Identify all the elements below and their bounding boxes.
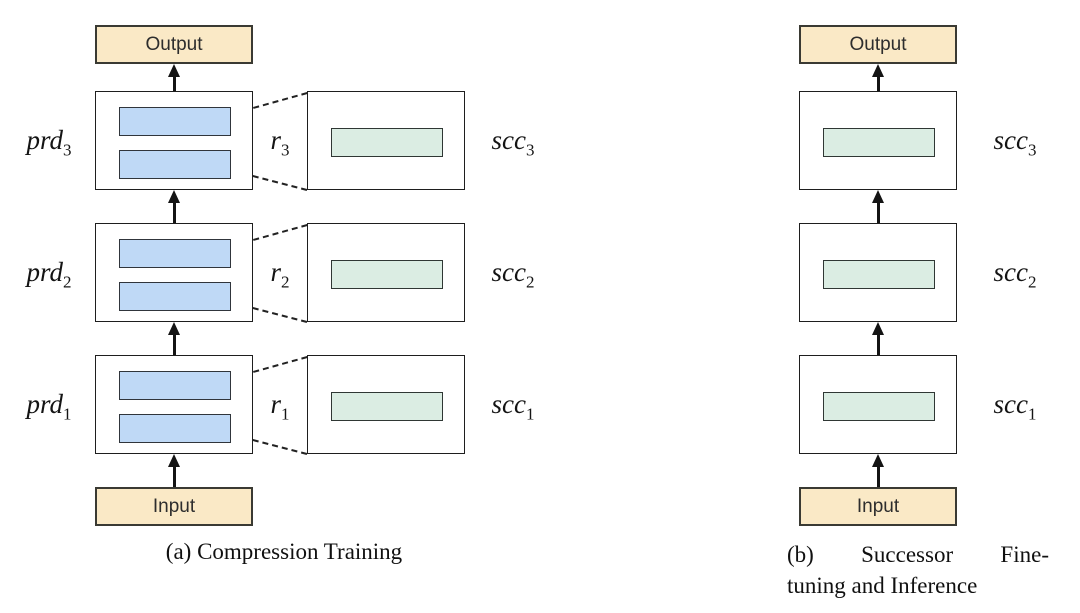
caption-b-line2: tuning and Inference — [787, 573, 978, 598]
input-label-b: Input — [856, 495, 900, 517]
successor-layer-rect — [331, 260, 443, 289]
up-arrow-icon — [871, 64, 885, 91]
caption-b: (b) Successor Fine- tuning and Inference — [787, 539, 1049, 601]
input-box-b: Input — [799, 487, 957, 526]
predecessor-layer-rect — [119, 282, 231, 311]
successor-layer-rect — [331, 392, 443, 421]
residual-label-2: r2 — [270, 257, 290, 292]
successor-label-a3: scc3 — [491, 125, 535, 160]
up-arrow-icon — [167, 190, 181, 223]
successor-label-a1: scc1 — [491, 389, 535, 424]
residual-label-3: r3 — [270, 125, 290, 160]
output-label-b: Output — [849, 33, 907, 55]
successor-layer-rect — [823, 260, 935, 289]
successor-label-b3: scc3 — [993, 125, 1037, 160]
predecessor-layer-rect — [119, 150, 231, 179]
up-arrow-icon — [871, 190, 885, 223]
successor-block-b3 — [799, 91, 957, 190]
predecessor-layer-rect — [119, 107, 231, 136]
successor-block-b1 — [799, 355, 957, 454]
predecessor-layer-rect — [119, 371, 231, 400]
output-label-a: Output — [145, 33, 203, 55]
up-arrow-icon — [871, 322, 885, 355]
predecessor-block-2 — [95, 223, 253, 322]
successor-layer-rect — [823, 128, 935, 157]
predecessor-block-1 — [95, 355, 253, 454]
successor-block-a3 — [307, 91, 465, 190]
up-arrow-icon — [167, 322, 181, 355]
predecessor-layer-rect — [119, 414, 231, 443]
predecessor-layer-rect — [119, 239, 231, 268]
successor-layer-rect — [823, 392, 935, 421]
successor-block-a2 — [307, 223, 465, 322]
predecessor-label-3: prd3 — [26, 125, 72, 160]
residual-label-1: r1 — [270, 389, 290, 424]
predecessor-label-1: prd1 — [26, 389, 72, 424]
successor-block-a1 — [307, 355, 465, 454]
predecessor-label-2: prd2 — [26, 257, 72, 292]
up-arrow-icon — [167, 454, 181, 487]
successor-label-a2: scc2 — [491, 257, 535, 292]
successor-label-b1: scc1 — [993, 389, 1037, 424]
caption-a: (a) Compression Training — [165, 539, 403, 564]
output-box-b: Output — [799, 25, 957, 64]
successor-block-b2 — [799, 223, 957, 322]
successor-layer-rect — [331, 128, 443, 157]
up-arrow-icon — [167, 64, 181, 91]
input-box-a: Input — [95, 487, 253, 526]
output-box-a: Output — [95, 25, 253, 64]
up-arrow-icon — [871, 454, 885, 487]
input-label-a: Input — [152, 495, 196, 517]
predecessor-block-3 — [95, 91, 253, 190]
successor-label-b2: scc2 — [993, 257, 1037, 292]
caption-b-line1: (b) Successor Fine- — [787, 542, 1049, 567]
